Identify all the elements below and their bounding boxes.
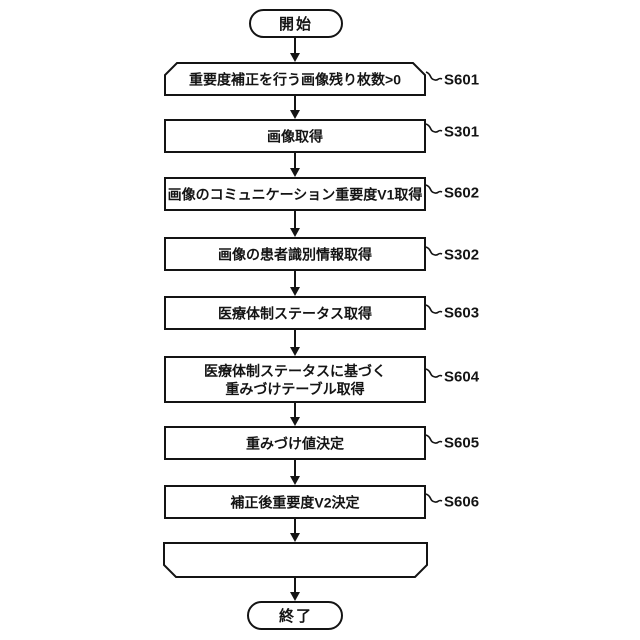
step-label: 医療体制ステータス取得 [218,306,372,322]
flow-arrow [290,402,300,426]
flow-arrow [290,329,300,356]
flow-arrow [290,95,300,119]
leader-line [425,434,443,444]
process-shape [164,356,426,403]
process-shape [164,426,426,460]
process-shape [164,237,426,271]
step-label-line2: 重みづけテーブル取得 [225,381,364,397]
step-s601: 重要度補正を行う画像残り枚数>0 S601 [164,62,479,96]
step-id-label: S602 [444,185,479,202]
step-label: 画像の患者識別情報取得 [218,247,372,263]
step-id-label: S606 [444,494,479,511]
leader-line [425,304,443,314]
process-shape [164,177,426,211]
leader-line [425,184,443,194]
step-s302: 画像の患者識別情報取得 S302 [164,237,479,271]
step-label: 重みづけ値決定 [246,436,344,452]
step-id-label: S605 [444,435,479,452]
leader-line [425,368,443,378]
step-s301: 画像取得 S301 [164,119,479,153]
step-id-label: S301 [444,124,479,141]
flow-arrow [290,152,300,177]
step-label: 画像取得 [267,129,323,145]
loop-end-shape [163,542,428,578]
process-shape [164,119,426,153]
step-id-label: S302 [444,247,479,264]
start-terminal-label: 開始 [279,15,313,33]
flow-arrow [290,210,300,237]
step-id-label: S601 [444,72,479,89]
flow-arrow [290,577,300,601]
process-shape [164,485,426,519]
end-terminal: 終了 [247,601,343,630]
step-label: 画像のコミュニケーション重要度V1取得 [168,187,423,203]
step-label: 重要度補正を行う画像残り枚数>0 [189,72,401,88]
start-terminal: 開始 [249,9,343,38]
end-terminal-label: 終了 [279,607,313,625]
step-s605: 重みづけ値決定 S605 [164,426,479,460]
leader-line [425,123,443,133]
step-s604: 医療体制ステータスに基づく 重みづけテーブル取得 S604 [164,356,480,403]
step-s603: 医療体制ステータス取得 S603 [164,296,479,330]
leader-line [425,246,443,256]
end-terminal-shape [247,601,343,630]
loop-end [163,542,428,578]
leader-line [425,493,443,503]
flow-arrows [290,37,300,601]
loop-start-shape [164,62,426,96]
step-label-line1: 医療体制ステータスに基づく [204,363,386,379]
step-id-label: S603 [444,305,479,322]
flow-arrow [290,37,300,62]
flow-arrow [290,459,300,485]
leader-line [425,71,443,81]
flow-arrow [290,518,300,542]
step-s606: 補正後重要度V2決定 S606 [164,485,479,519]
process-shape [164,296,426,330]
step-label: 補正後重要度V2決定 [229,495,359,511]
step-id-label: S604 [444,369,480,386]
flow-arrow [290,270,300,296]
step-s602: 画像のコミュニケーション重要度V1取得 S602 [164,177,479,211]
